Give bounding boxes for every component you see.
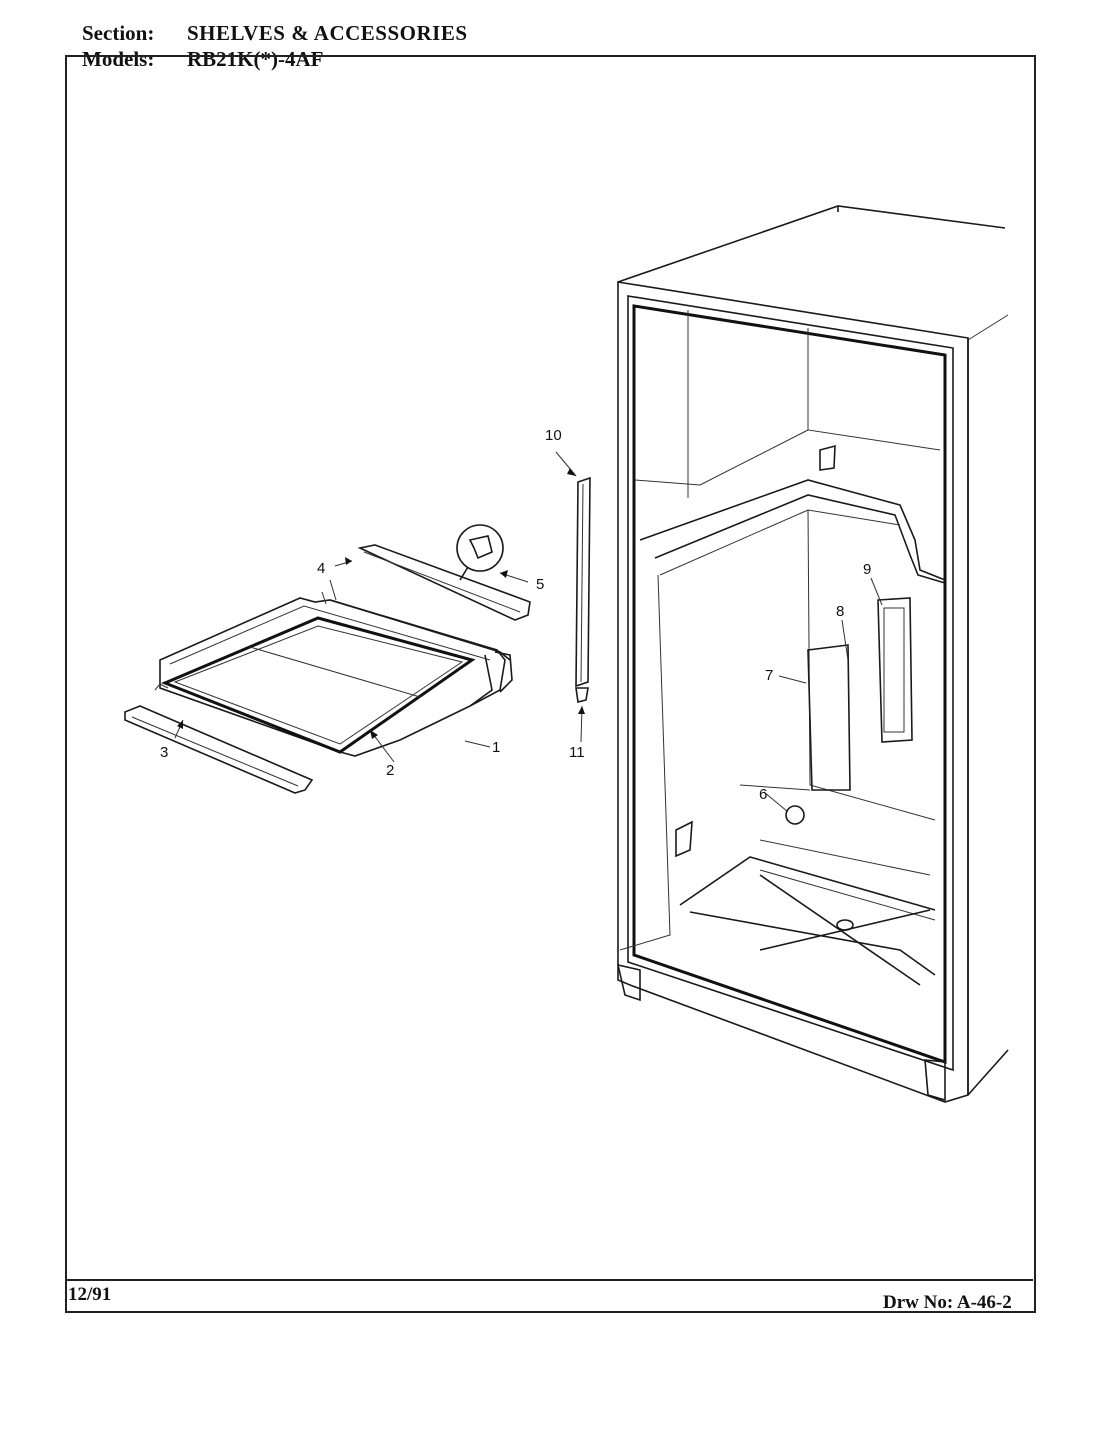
front-trim	[124, 705, 314, 794]
diagram-frame	[65, 55, 1036, 1313]
cabinet-front	[617, 281, 969, 1103]
callout-11: 11	[569, 744, 585, 761]
glass-panel	[161, 616, 476, 754]
section-label: Section:	[82, 21, 155, 45]
callout-10: 10	[545, 427, 562, 444]
callout-5: 5	[536, 576, 544, 593]
callout-7: 7	[765, 667, 773, 684]
callout-3: 3	[160, 744, 168, 761]
drawing-date: 12/91	[68, 1284, 112, 1305]
refrigerator-cabinet	[616, 205, 1009, 1103]
drawing-number: Drw No: A-46-2	[883, 1292, 1012, 1313]
right-foot	[924, 1059, 946, 1102]
section-value: SHELVES & ACCESSORIES	[187, 21, 468, 45]
callout-8: 8	[836, 603, 844, 620]
callout-1: 1	[492, 739, 500, 756]
left-foot	[616, 963, 641, 1002]
light-shield	[807, 644, 851, 791]
rear-trim	[357, 544, 531, 621]
detail-magnifier	[456, 524, 504, 572]
light-socket	[785, 805, 805, 825]
models-value: RB21K(*)-4AF	[187, 47, 324, 71]
shelf-assembly	[124, 524, 531, 794]
callout-9: 9	[863, 561, 871, 578]
callout-6: 6	[759, 786, 767, 803]
shelf-support-bar	[555, 451, 591, 743]
models-label: Models:	[82, 47, 155, 71]
callout-4: 4	[317, 560, 325, 577]
control-housing	[877, 597, 913, 743]
callout-2: 2	[386, 762, 394, 779]
